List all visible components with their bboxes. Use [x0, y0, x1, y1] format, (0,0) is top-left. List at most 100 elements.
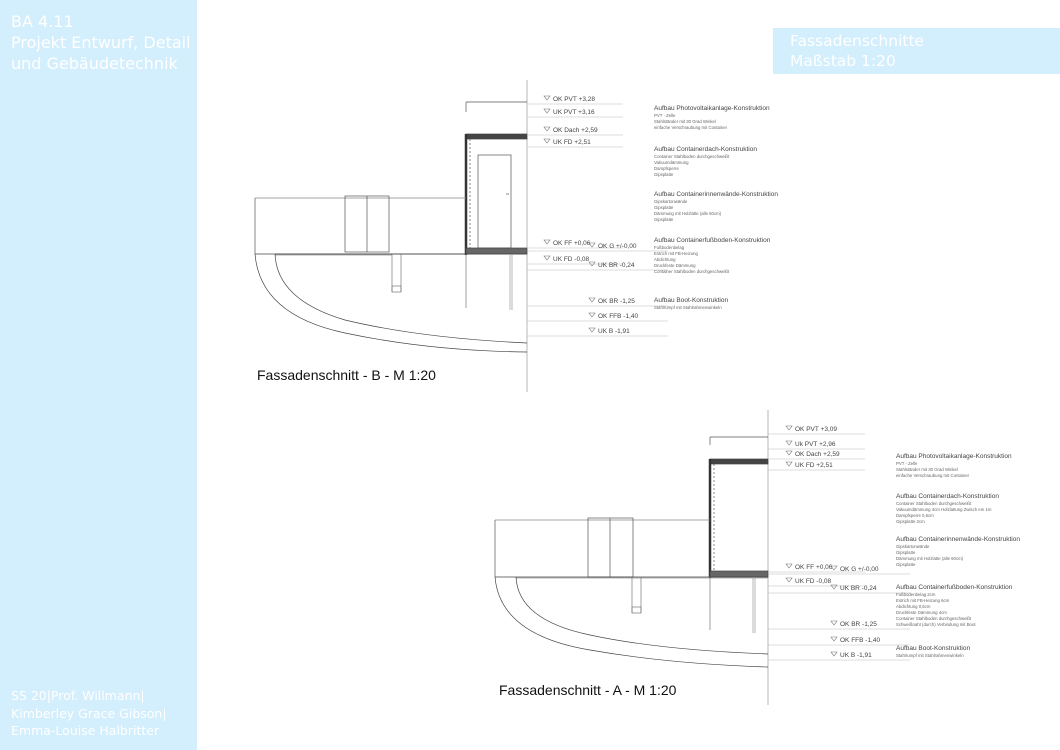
level-label: UK B -1,91 [840, 652, 872, 659]
layer-detail: Druckfeste Dämmung [654, 263, 696, 268]
level-marker [785, 450, 793, 456]
window-frame [477, 154, 512, 249]
level-marker [588, 312, 596, 318]
door [587, 517, 634, 578]
level-label: OK Dach +2,59 [553, 127, 598, 134]
sheet-header: Fassadenschnitte Maßstab 1:20 [773, 28, 1060, 74]
level-label: OK G +/-0,00 [598, 243, 637, 250]
level-label: UK FD -0,08 [795, 578, 832, 585]
layer-title: Aufbau Containerfußboden-Konstruktion [896, 584, 1013, 591]
level-marker [785, 577, 793, 583]
layer-detail: Estrich mit FB-Heizung [654, 251, 699, 256]
level-marker [830, 651, 838, 657]
level-label: OK FFB -1,40 [598, 313, 638, 320]
level-label: OK FF +0,06 [553, 240, 591, 247]
level-marker [588, 242, 596, 248]
layer-title: Aufbau Containerdach-Konstruktion [896, 493, 999, 500]
level-label: UK BR -0,24 [840, 585, 877, 592]
level-marker [830, 620, 838, 626]
course-title-line: Projekt Entwurf, Detail [11, 33, 191, 52]
layer-detail: Gipskartonwände [654, 199, 688, 204]
sheet-scale: Maßstab 1:20 [790, 52, 896, 70]
level-label: OK PVT +3,28 [553, 96, 595, 103]
layer-title: Aufbau Containerfußboden-Konstruktion [654, 237, 771, 244]
roof-slab [709, 458, 769, 465]
layer-detail: Gipsplatte [654, 217, 674, 222]
layer-detail: Gipsplatte 2cm [896, 519, 925, 524]
floor-slab [465, 247, 528, 255]
layer-detail: Dämmung mit Holzlatte (alle 60cm) [896, 556, 964, 561]
level-label: OK Dach +2,59 [795, 451, 840, 458]
layer-detail: einfache Verschraubung mit Container [896, 473, 970, 478]
level-marker [830, 584, 838, 590]
layer-title: Aufbau Boot-Konstruktion [896, 645, 970, 652]
layer-detail: Stahlrumpf mit Stahlrahmenwinkeln [896, 653, 964, 658]
layer-detail: Fußbodenbelag [654, 245, 685, 250]
layer-detail: Dampfsperre [654, 166, 679, 171]
floor-slab [709, 570, 769, 578]
level-marker [588, 297, 596, 303]
layer-title: Aufbau Boot-Konstruktion [654, 297, 728, 304]
layer-detail: Abdichtung 0,5cm [896, 604, 931, 609]
layer-detail: Schweißnaht (durch) Verbindung mit Boot [896, 622, 976, 627]
layer-title: Aufbau Containerinnenwände-Konstruktion [896, 536, 1020, 543]
layer-detail: Container Stahlboden durchgeschweißt [654, 269, 730, 274]
course-title-line: und Gebäudetechnik [11, 54, 178, 73]
layer-detail: Vakuumdämmung [654, 160, 689, 165]
section-a-drawing [494, 410, 769, 705]
layer-detail: Fußbodenbelag 2cm [896, 592, 936, 597]
layer-detail: Dämmung mit Holzlatte (alle 60cm) [654, 211, 722, 216]
layer-detail: Container Stahlboden durchgeschweißt [896, 616, 972, 621]
level-marker [543, 126, 551, 132]
layer-detail: Druckfeste Dämmung 4cm [896, 610, 947, 615]
course-title-line: BA 4.11 [11, 12, 74, 31]
layer-detail: Gipsplatte [654, 205, 674, 210]
level-marker [588, 327, 596, 333]
layer-detail: Dampfsperre 0,5cm [896, 513, 934, 518]
layer-detail: Stahlständer mit 30 Grad Winkel [654, 119, 716, 124]
level-label: Uk PVT +2,96 [795, 441, 836, 448]
section-a-caption: Fassadenschnitt - A - M 1:20 [499, 682, 677, 698]
boat-hull [515, 576, 769, 655]
layer-detail: Gipskartonwände [896, 544, 930, 549]
layer-detail: Gipsplatte [654, 172, 674, 177]
level-marker [543, 138, 551, 144]
level-label: UK FD +2,51 [553, 139, 591, 146]
layer-title: Aufbau Photovoltaikanlage-Konstruktion [896, 453, 1012, 460]
level-label: UK FD -0,08 [553, 256, 590, 263]
level-marker [543, 255, 551, 261]
level-marker [830, 565, 838, 571]
level-marker [785, 461, 793, 467]
level-label: OK FFB -1,40 [840, 637, 880, 644]
level-marker [785, 563, 793, 569]
level-marker [588, 261, 596, 267]
section-b-drawing [254, 80, 528, 392]
level-label: UK B -1,91 [598, 328, 630, 335]
sidebar-panel: BA 4.11 Projekt Entwurf, Detail und Gebä… [0, 0, 197, 750]
roof-slab [465, 133, 528, 140]
boat-hull [274, 253, 528, 344]
layer-detail: Stahlrumpf mit Stahlrahmenwinkeln [654, 305, 722, 310]
level-marker [543, 95, 551, 101]
credit-line: Kimberley Grace Gibson| [11, 705, 167, 721]
layer-detail: Abdichtung [654, 257, 676, 262]
sheet-title: Fassadenschnitte [790, 32, 925, 50]
level-marker [785, 425, 793, 431]
level-label: OK FF +0,06 [795, 564, 833, 571]
level-marker [830, 636, 838, 642]
credit-line: SS 20|Prof. Willmann| [11, 688, 145, 703]
layer-detail: Container Stahlboden durchgeschweißt [896, 501, 972, 506]
level-marker [543, 108, 551, 114]
course-title: BA 4.11 Projekt Entwurf, Detail und Gebä… [11, 11, 191, 74]
level-marker [543, 239, 551, 245]
level-marker [785, 440, 793, 446]
layer-detail: PVT - Zelle [654, 113, 676, 118]
layer-detail: Estrich mit FB-Heizung 6cm [896, 598, 950, 603]
layer-detail: einfache Verschraubung mit Container [654, 125, 728, 130]
layer-detail: Gipsplatte [896, 550, 916, 555]
credit-line: Emma-Louise Halbritter [11, 723, 160, 738]
layer-detail: PVT - Zelle [896, 461, 918, 466]
level-label: UK BR -0,24 [598, 262, 635, 269]
